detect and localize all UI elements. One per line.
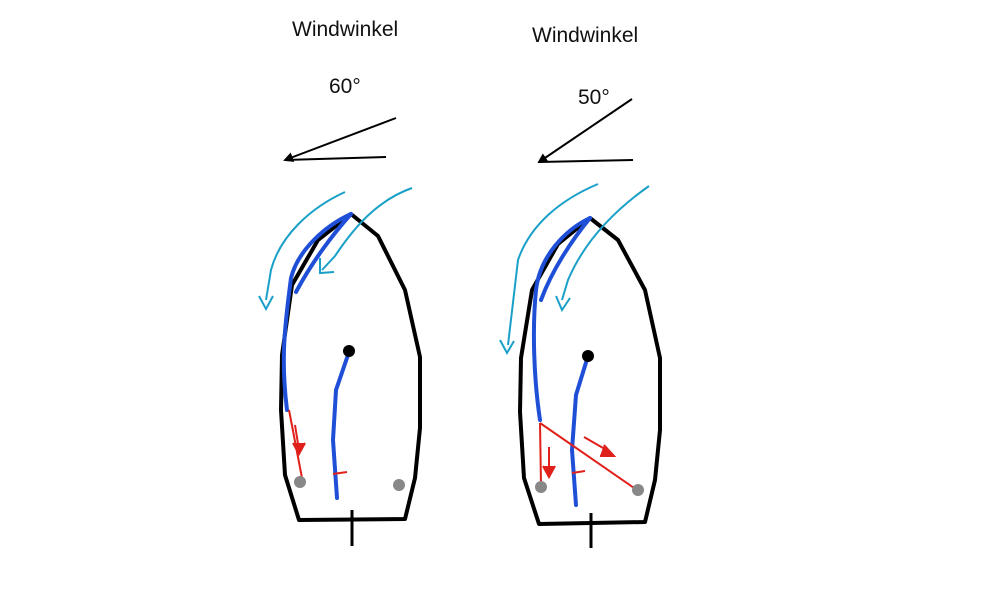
jib-lead-block	[294, 476, 306, 488]
jib-luff	[539, 216, 592, 302]
jib	[281, 212, 353, 412]
heading-line	[284, 156, 387, 161]
jib-lead-block	[535, 481, 547, 493]
airflow-windward-head	[258, 295, 274, 312]
jib-sheet-arrow-head	[292, 442, 306, 457]
wind-direction-arrow	[537, 98, 633, 164]
jib-luff	[294, 212, 353, 294]
airflow-windward	[265, 191, 346, 301]
main-sheet	[571, 470, 586, 474]
mainsail	[569, 354, 590, 507]
airflow-leeward-head	[319, 258, 335, 275]
barber-arrow-head	[600, 444, 617, 457]
main-sheet	[332, 471, 348, 475]
mast	[343, 345, 355, 357]
boat-right	[499, 98, 662, 548]
airflow-leeward-head	[555, 295, 571, 313]
airflow-leeward	[321, 187, 413, 271]
angle-label-left: 60°	[329, 75, 361, 98]
wind-direction-arrow	[283, 117, 397, 162]
mast	[582, 350, 594, 362]
jib-lead-block	[393, 479, 405, 491]
angle-label-right: 50°	[578, 86, 610, 109]
airflow-windward	[507, 183, 599, 346]
jib-sheet-barber	[539, 422, 638, 491]
airflow-windward-head	[499, 339, 515, 356]
heading-line	[538, 159, 634, 163]
jib-sheet-arrow-head	[542, 465, 556, 480]
jib-sheet	[539, 422, 542, 486]
title-right: Windwinkel	[532, 24, 639, 47]
mainsail	[330, 350, 351, 500]
jib	[531, 216, 592, 422]
jib-lead-block	[632, 484, 644, 496]
boat-left	[258, 117, 422, 546]
title-left: Windwinkel	[292, 18, 399, 41]
airflow-leeward	[561, 185, 650, 301]
